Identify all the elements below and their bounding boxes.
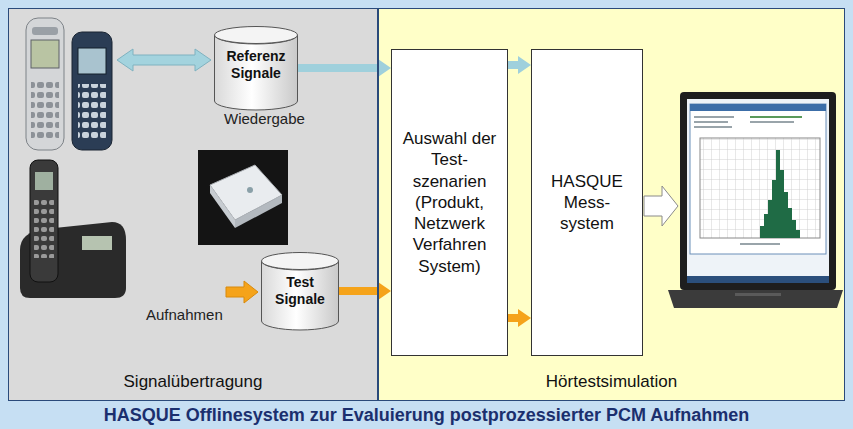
- bar: [784, 192, 788, 238]
- node-text: HASQUE Mess- system: [540, 171, 634, 235]
- diagram-title: HASQUE Offlinesystem zur Evaluierung pos…: [0, 401, 853, 429]
- node-text: Auswahl der Test- szenarien (Produkt, Ne…: [400, 128, 499, 277]
- output-arrow: [644, 186, 678, 226]
- histogram-bars: [760, 150, 800, 238]
- phone-speaker: [32, 27, 58, 35]
- mobile-phone: [26, 18, 64, 150]
- phone-keypad: [31, 78, 59, 140]
- cordless-phone: [20, 160, 126, 298]
- arrow-caption: Aufnahmen: [146, 306, 223, 323]
- process-box: HASQUE Mess- system: [531, 49, 643, 356]
- phone-keypad: [78, 84, 106, 142]
- cylinder-top: [215, 27, 298, 44]
- region-panel: Hörtestsimulation Auswahl der Test- szena…: [378, 8, 845, 401]
- region-panel: Signalübertragung Referenz SignaleTest Si…: [8, 8, 378, 401]
- database-cylinder: Test Signale: [261, 252, 339, 330]
- bar: [780, 170, 784, 238]
- flow-arrow: [339, 287, 378, 295]
- handset: [30, 160, 58, 282]
- playback-arrow: [117, 49, 211, 71]
- laptop-bezel: [680, 92, 836, 290]
- node-text: Test Signale: [265, 274, 335, 308]
- handset-screen: [35, 172, 53, 190]
- phone-body: [72, 32, 112, 150]
- flow-arrow: [508, 314, 518, 322]
- flow-arrow: [298, 64, 378, 72]
- text-line: [750, 121, 794, 123]
- panel-title: Hörtestsimulation: [546, 372, 677, 392]
- bar: [796, 230, 800, 238]
- text-line: [694, 126, 732, 128]
- panel-title: Signalübertragung: [124, 372, 263, 392]
- histogram-frame: [700, 138, 820, 238]
- cylinder-body: [262, 261, 339, 330]
- bar: [772, 180, 776, 238]
- device-top: [210, 165, 282, 220]
- cylinder-body: [215, 35, 298, 110]
- device-side: [210, 185, 235, 228]
- mobile-phone: [72, 32, 112, 150]
- window-titlebar: [690, 104, 826, 111]
- text-line: [740, 243, 780, 245]
- app-window: [690, 104, 826, 254]
- bar: [788, 208, 792, 238]
- phone-screen: [31, 40, 59, 68]
- photo-frame: [198, 150, 288, 245]
- laptop: [668, 92, 843, 308]
- phone-screen: [78, 48, 106, 74]
- panel-fill: [8, 8, 378, 401]
- laptop-display: [687, 99, 829, 283]
- text-line: [694, 116, 734, 118]
- bar: [768, 200, 772, 238]
- bar: [792, 220, 796, 238]
- laptop-base: [668, 290, 843, 308]
- bar: [776, 150, 780, 238]
- base-display: [82, 236, 112, 250]
- phone-body: [26, 18, 64, 150]
- panel-fill: [378, 8, 845, 401]
- process-box: Auswahl der Test- szenarien (Produkt, Ne…: [391, 49, 508, 356]
- recording-arrow: [226, 281, 258, 303]
- text-line: [694, 121, 728, 123]
- bar: [760, 226, 764, 238]
- device-led: [247, 187, 253, 193]
- arrow-caption: Wiedergabe: [224, 110, 305, 127]
- taskbar: [687, 276, 829, 283]
- flow-arrow: [508, 61, 518, 69]
- handset-keypad: [34, 198, 54, 258]
- text-line: [750, 116, 802, 118]
- device-side: [235, 195, 282, 228]
- cylinder-top: [262, 253, 339, 270]
- database-cylinder: Referenz Signale: [214, 26, 298, 110]
- access-point-photo: [198, 150, 288, 245]
- bar: [764, 214, 768, 238]
- trackpad-edge: [735, 293, 781, 296]
- node-text: Referenz Signale: [218, 48, 294, 82]
